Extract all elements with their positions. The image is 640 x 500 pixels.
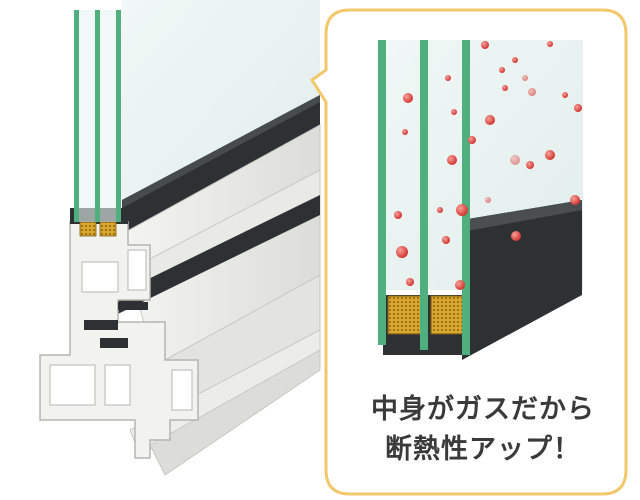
gas-particles — [394, 41, 582, 290]
caption-line-2: 断熱性アップ！ — [385, 434, 581, 465]
window-frame-section — [39, 0, 321, 476]
glazing-zoom — [378, 40, 583, 360]
caption-line-1: 中身がガスだから — [371, 394, 595, 425]
callout-caption: 中身がガスだから 断熱性アップ！ — [348, 390, 618, 470]
